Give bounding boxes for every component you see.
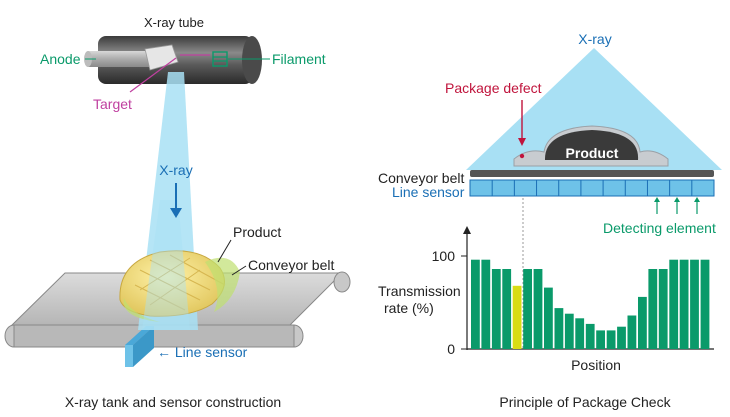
xray-beam-overlay [142, 200, 190, 330]
defect-arrow [518, 100, 526, 146]
product-label-right: Product [566, 145, 619, 161]
bar [627, 315, 637, 349]
bar [669, 259, 679, 349]
detecting-element-arrows [654, 197, 700, 214]
line-sensor-right [469, 179, 715, 197]
bar [585, 323, 595, 349]
bar [596, 330, 605, 349]
xray-label-right: X-ray [578, 31, 611, 47]
defect-label: Package defect [445, 80, 542, 96]
product-shape-right [544, 130, 639, 160]
anode-rod [88, 51, 158, 67]
bar [700, 259, 710, 349]
defect-marker [519, 153, 525, 159]
bar [648, 269, 658, 349]
detecting-element-label: Detecting element [603, 220, 716, 236]
conveyor-label-right: Conveyor belt [378, 170, 464, 186]
bar-defect [512, 285, 522, 349]
bar [658, 269, 668, 349]
y-axis-arrow [463, 226, 471, 234]
bar [481, 259, 491, 349]
xray-tube-end [242, 36, 262, 84]
conveyor-belt-right [470, 170, 714, 177]
anode-label: Anode [40, 51, 81, 67]
bar [638, 296, 647, 349]
line-sensor-left [125, 326, 154, 367]
xray-tube-assembly: X-ray tube Anode Filament Target [40, 15, 326, 112]
target-label: Target [93, 96, 132, 112]
bar [491, 269, 501, 349]
bar [690, 259, 699, 349]
product-bread-left [119, 250, 240, 322]
caption-left: X-ray tank and sensor construction [65, 394, 281, 410]
bar [617, 326, 626, 349]
xray-beam-right [466, 48, 722, 170]
bar [575, 318, 585, 349]
bar [502, 269, 512, 349]
tube-label: X-ray tube [144, 15, 204, 30]
packaged-product [513, 125, 669, 167]
bar [679, 259, 689, 349]
product-leader-left [217, 239, 232, 263]
conveyor-label-left: Conveyor belt [248, 257, 334, 273]
xray-label-left: X-ray [159, 162, 192, 178]
x-axis-label: Position [571, 357, 621, 373]
conveyor-leader-left [231, 265, 247, 276]
line-sensor-label-right: Line sensor [392, 184, 465, 200]
y-tick-label-100: 100 [432, 248, 456, 264]
filament-element [212, 51, 228, 67]
product-label-left: Product [233, 224, 281, 240]
filament-label: Filament [272, 51, 326, 67]
bar [554, 308, 564, 349]
caption-right: Principle of Package Check [499, 394, 671, 410]
y-axis-label-line2: rate (%) [384, 300, 434, 316]
bar [564, 313, 574, 349]
target-leader [129, 57, 177, 93]
line-sensor-label-left: ← Line sensor [157, 344, 248, 360]
bar [471, 259, 480, 349]
y-tick-label-0: 0 [447, 341, 455, 357]
xray-down-arrow [170, 183, 182, 218]
y-axis-label-line1: Transmission [378, 283, 461, 299]
bar [544, 287, 553, 349]
target-block [144, 44, 179, 71]
bar [523, 269, 532, 349]
transmission-chart: 100 0 Transmission rate (%) Position [378, 226, 714, 373]
bar [606, 330, 616, 349]
bar [533, 269, 543, 349]
bar-series [471, 259, 710, 349]
